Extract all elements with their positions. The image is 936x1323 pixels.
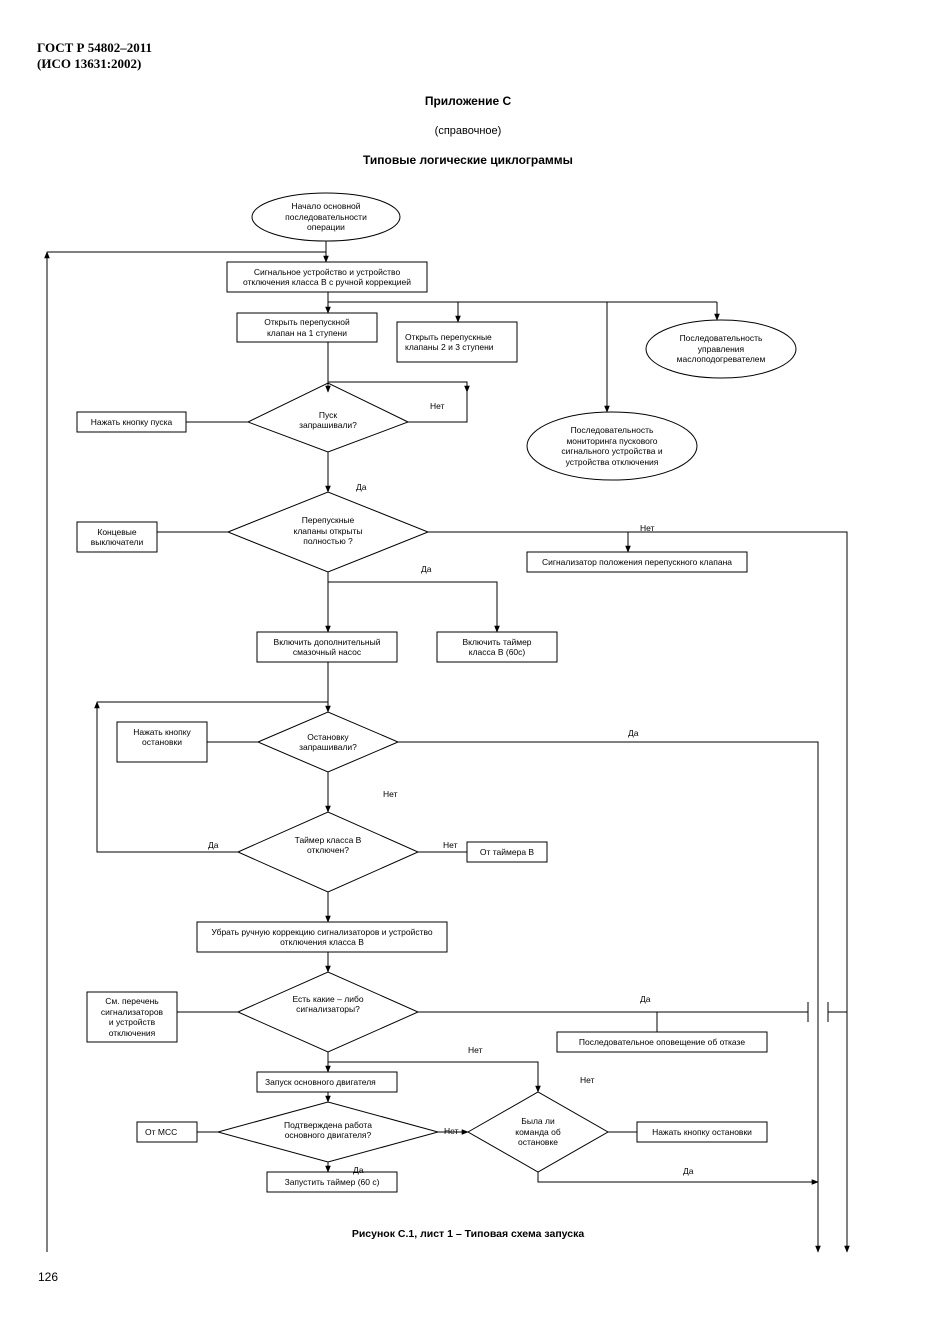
from-timer-b-node: От таймера В [479,846,535,857]
label-net-valves: Нет [640,523,655,533]
start-node: Начало основной последовательности опера… [285,201,367,233]
see-list-node: См. перечень сигнализаторов и устройств … [100,996,164,1038]
aux-pump-node: Включить дополнительный смазочный насос [273,636,381,658]
press-stop-node: Нажать кнопку остановки [133,726,191,748]
open-valve1-node: Открыть перепускной клапан на 1 ступени [264,317,350,338]
label-net-confirmed: Нет [444,1126,459,1136]
main-engine-start-node: Запуск основного двигателя [265,1076,376,1087]
open-valves23-node: Открыть перепускные клапаны 2 и 3 ступен… [405,331,494,353]
remove-correction-node: Убрать ручную коррекцию сигнализаторов и… [211,926,433,948]
oil-heater-ellipse [645,319,797,379]
label-net-stopcmd-top: Нет [580,1075,595,1085]
monitor-seq-ellipse [526,411,698,481]
label-net-start: Нет [430,401,445,411]
start-timer-box [266,1171,398,1193]
open-valve1-box [236,312,378,343]
timer-b-off-node: Таймер класса В отключен? [294,834,362,856]
limit-switches-node: Концевые выключатели [90,526,144,548]
stop-command-node: Была ли команда об остановке [515,1116,561,1148]
figure-caption: Рисунок С.1, лист 1 – Типовая схема запу… [351,1228,585,1240]
label-da-valves: Да [421,564,432,574]
failure-notify-node: Последовательное оповещение об отказе [578,1036,746,1047]
label-da-start: Да [356,482,367,492]
standard-number: ГОСТ Р 54802–2011 [37,40,153,55]
iso-number: (ИСО 13631:2002) [37,56,142,71]
engine-confirmed-node: Подтверждена работа основного двигателя? [284,1119,372,1141]
valve-pos-box [526,551,748,573]
appendix-title: Приложение С [424,94,512,108]
valve-pos-node: Сигнализатор положения перепускного клап… [541,556,732,567]
signal-device-node: Сигнальное устройство и устройство отклю… [242,266,412,288]
appendix-subtitle: (справочное) [434,125,502,137]
oil-heater-node: Последовательность управления маслоподог… [676,333,766,365]
page-number: 126 [38,1270,59,1284]
see-list-box [86,991,178,1043]
label-net-timer: Нет [443,840,458,850]
from-mcc-node: От МСС [145,1126,178,1137]
label-da-timer: Да [208,840,219,850]
press-stop2-node: Нажать кнопку остановки [652,1126,752,1137]
label-net-stop: Нет [383,789,398,799]
remove-correction-box [196,921,448,953]
monitor-seq-node: Последовательность мониторинга пускового… [561,425,663,467]
stop-requested-node: Остановку запрашивали? [299,731,357,753]
label-net-signals: Нет [468,1045,483,1055]
label-da-stopcmd: Да [683,1166,694,1176]
start-requested-node: Пуск запрашивали? [299,409,357,431]
label-da-confirmed: Да [353,1165,364,1175]
appendix-heading: Типовые логические циклограммы [363,153,573,167]
timer-b-on-node: Включить таймер класса В (60с) [462,636,532,658]
failure-notify-box [556,1031,768,1053]
limit-switches-box [76,521,158,553]
label-da-signals: Да [640,994,651,1004]
start-timer-node: Запустить таймер (60 с) [284,1176,380,1187]
valves-open-node: Перепускные клапаны открыты полностью ? [293,515,363,547]
label-da-stop: Да [628,728,639,738]
press-start-node: Нажать кнопку пуска [90,416,173,427]
any-signals-node: Есть какие – либо сигнализаторы? [292,993,364,1015]
